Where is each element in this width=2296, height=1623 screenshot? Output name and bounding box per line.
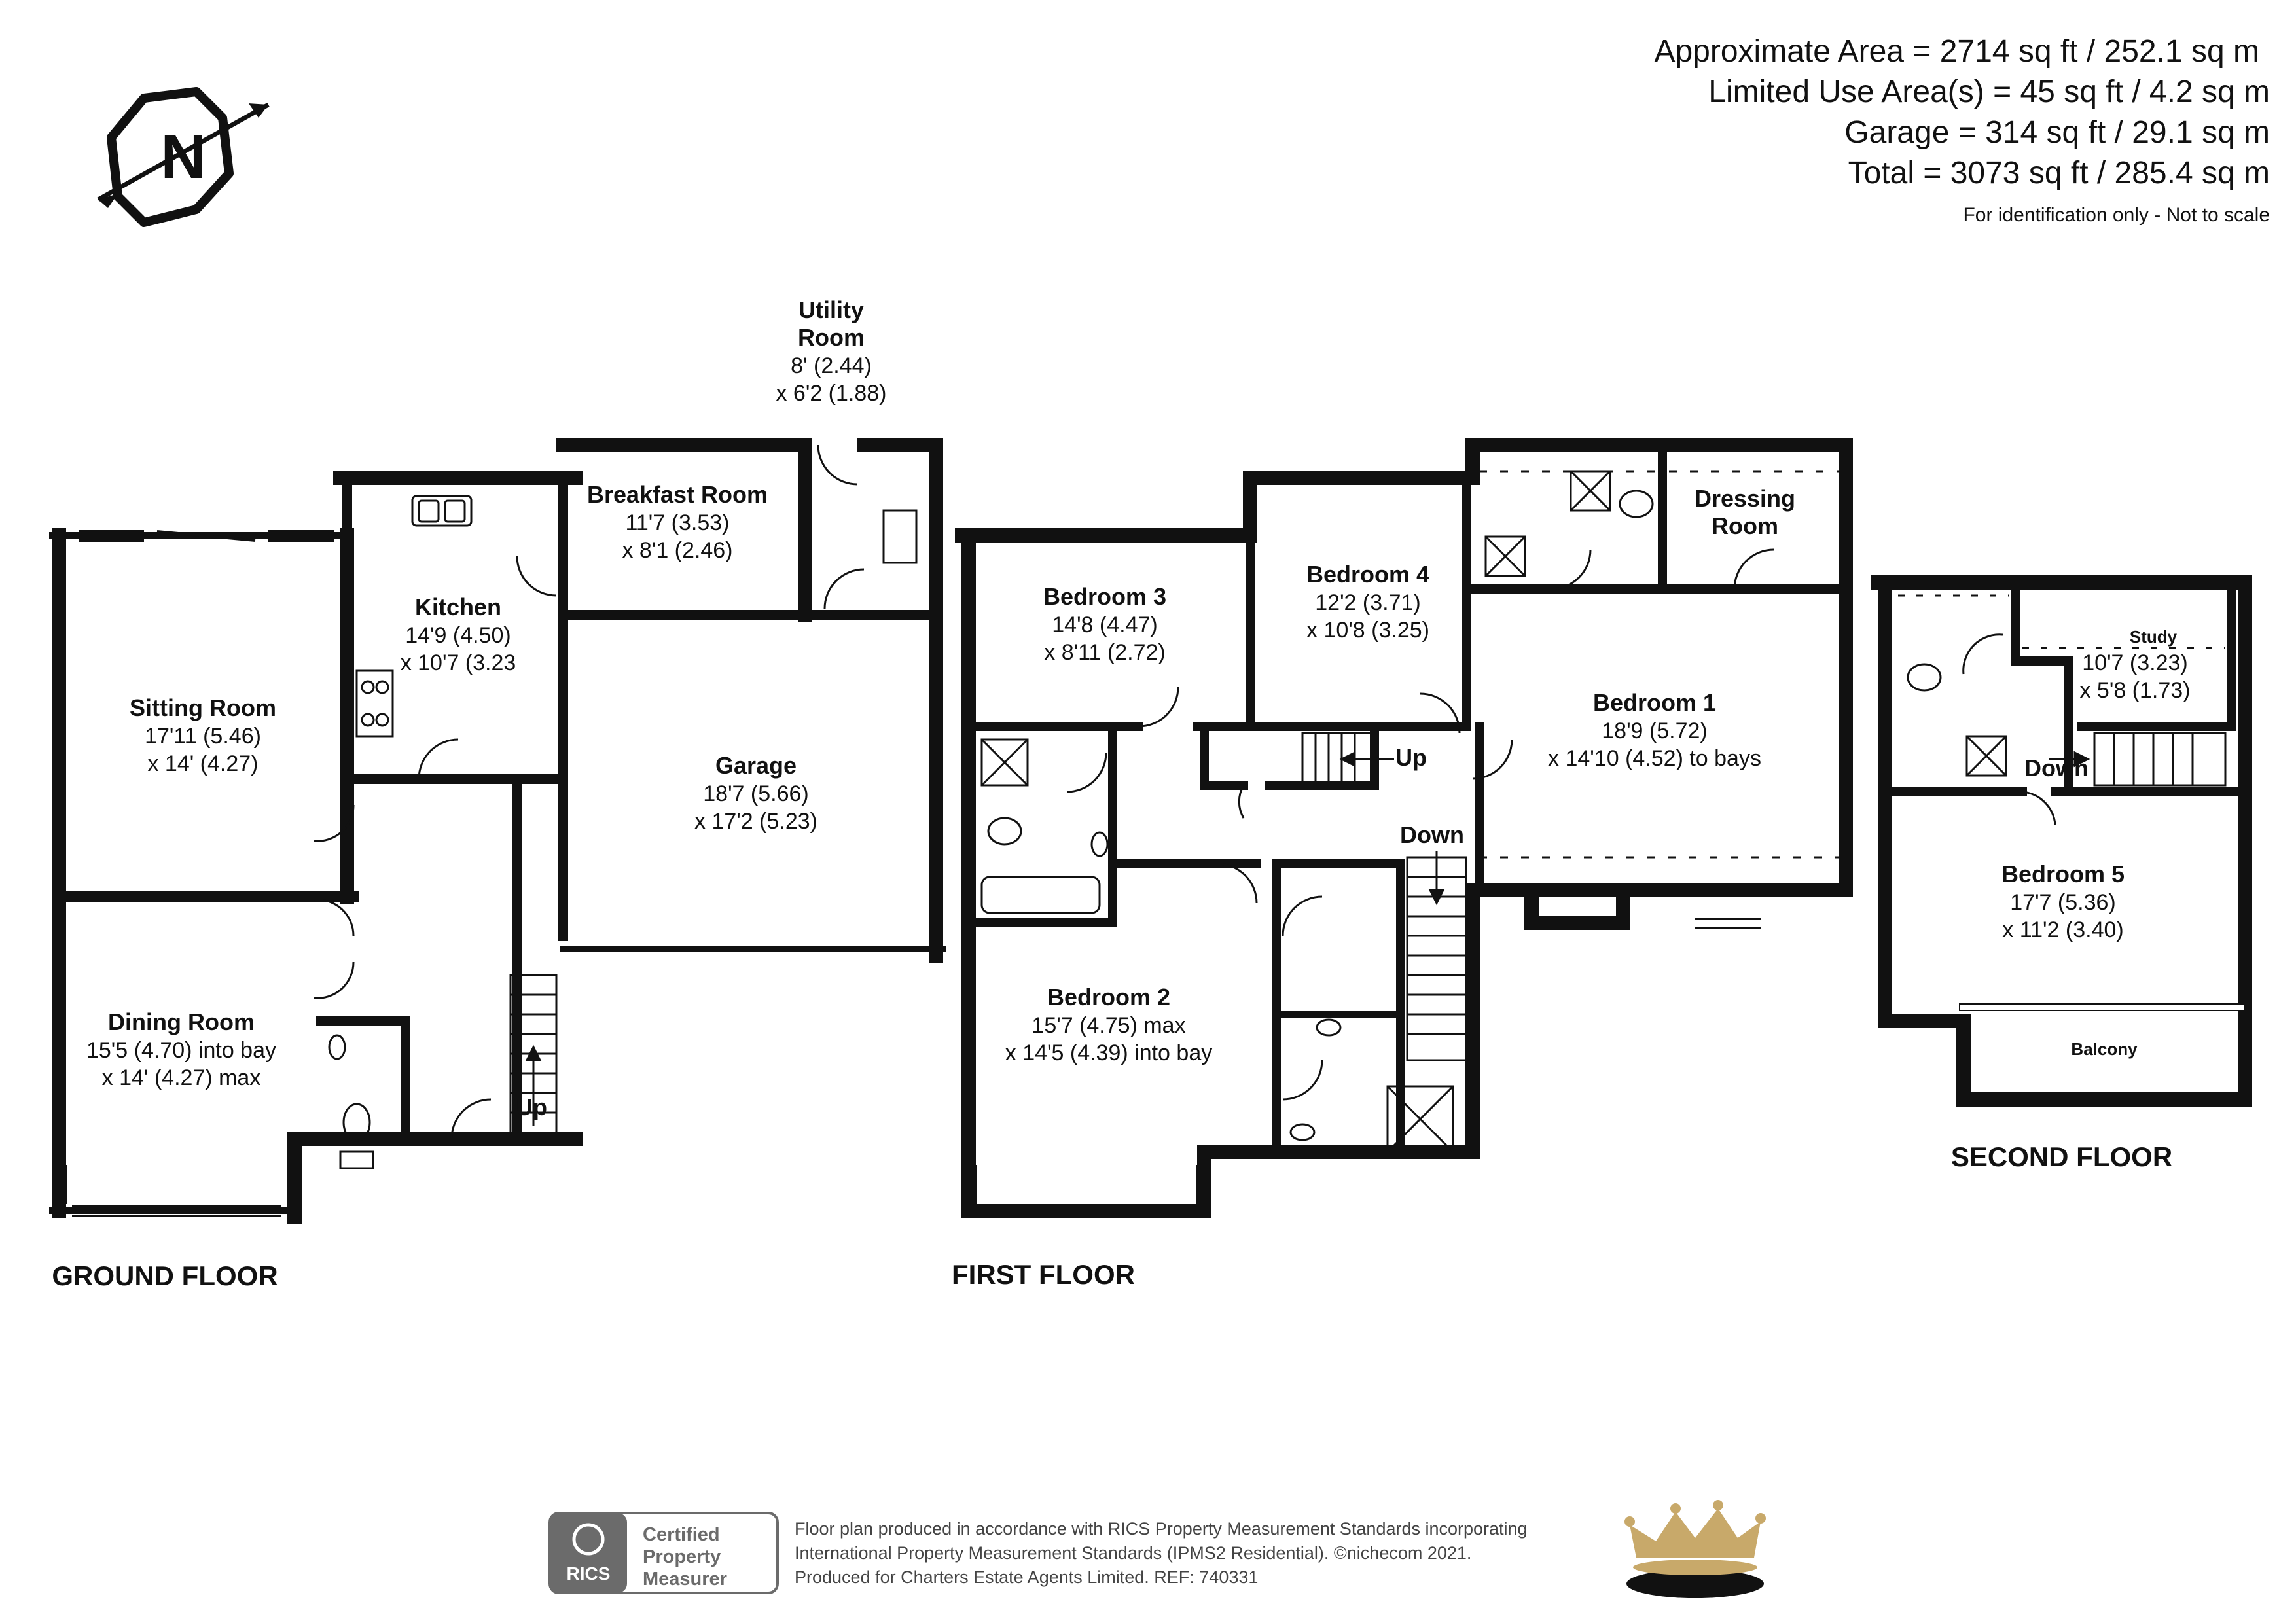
second-floor-title: SECOND FLOOR: [1951, 1141, 2172, 1172]
area-limited: Limited Use Area(s) = 45 sq ft / 4.2 sq …: [1708, 75, 2270, 109]
study-dim-1: 10'7 (3.23): [2082, 651, 2187, 675]
rics-text: RICS: [567, 1563, 611, 1584]
study-name: Study: [2130, 627, 2178, 647]
bedroom2-dim-1: 15'7 (4.75) max: [1031, 1013, 1185, 1038]
breakfast-dim-1: 11'7 (3.53): [626, 510, 730, 535]
ground-stairs: [509, 974, 558, 1140]
compass-icon: N: [97, 87, 270, 227]
bedroom5-dim-2: x 11'2 (3.40): [2002, 918, 2123, 942]
certified-line-2: Property: [643, 1546, 721, 1567]
sitting-name: Sitting Room: [130, 694, 276, 721]
second-labels: Study 10'7 (3.23) x 5'8 (1.73) Down Bedr…: [1951, 627, 2191, 1172]
sitting-dim-2: x 14' (4.27): [147, 751, 258, 776]
area-garage: Garage = 314 sq ft / 29.1 sq m: [1844, 115, 2270, 150]
kitchen-name: Kitchen: [415, 594, 501, 620]
first-fittings: [980, 470, 1839, 1153]
crown-logo-icon: [1624, 1500, 1766, 1598]
dining-dim-1: 15'5 (4.70) into bay: [86, 1038, 276, 1063]
first-doors: [1066, 548, 1774, 1101]
bedroom2-dim-2: x 14'5 (4.39) into bay: [1005, 1041, 1212, 1065]
second-fittings: [1898, 577, 2227, 825]
bedroom3-name: Bedroom 3: [1043, 583, 1166, 610]
kitchen-fittings: [328, 495, 918, 1169]
balcony-name: Balcony: [2071, 1039, 2138, 1059]
area-total: Total = 3073 sq ft / 285.4 sq m: [1848, 156, 2270, 190]
first-stairs-up: Up: [1395, 744, 1427, 771]
bedroom5-name: Bedroom 5: [2001, 861, 2125, 887]
utility-dim-2: x 6'2 (1.88): [776, 381, 886, 406]
utility-name-1: Utility: [798, 296, 864, 323]
disclaimer: For identification only - Not to scale: [1963, 204, 2270, 226]
second-floor-walls: [1871, 575, 2252, 1107]
bedroom3-dim-1: 14'8 (4.47): [1052, 613, 1157, 637]
first-labels: Bedroom 3 14'8 (4.47) x 8'11 (2.72) Bedr…: [952, 485, 1795, 1290]
utility-dim-1: 8' (2.44): [791, 353, 872, 378]
area-summary: Approximate Area = 2714 sq ft / 252.1 sq…: [1654, 34, 2270, 226]
utility-name-2: Room: [798, 324, 865, 351]
dressing-name-2: Room: [1712, 512, 1778, 539]
dining-name: Dining Room: [108, 1008, 255, 1035]
footer-text: Floor plan produced in accordance with R…: [795, 1519, 1528, 1587]
balcony-rail: [1959, 1003, 2246, 1011]
area-approx: Approximate Area = 2714 sq ft / 252.1 sq…: [1654, 34, 2259, 69]
second-stairs-down: Down: [2024, 755, 2089, 781]
bedroom4-dim-1: 12'2 (3.71): [1315, 590, 1420, 615]
bedroom4-dim-2: x 10'8 (3.25): [1306, 618, 1429, 643]
bedroom5-dim-1: 17'7 (5.36): [2010, 890, 2115, 915]
sitting-dim-1: 17'11 (5.46): [145, 724, 261, 749]
breakfast-name: Breakfast Room: [587, 481, 768, 508]
footer-line-2: International Property Measurement Stand…: [795, 1543, 1471, 1563]
first-stairs: [1301, 732, 1467, 1061]
ground-floor-title: GROUND FLOOR: [52, 1260, 278, 1291]
bedroom3-dim-2: x 8'11 (2.72): [1044, 640, 1165, 665]
bedroom2-name: Bedroom 2: [1047, 984, 1170, 1010]
bedroom1-name: Bedroom 1: [1593, 689, 1716, 716]
garage-name: Garage: [715, 752, 797, 779]
rics-lion-icon: [572, 1523, 605, 1556]
kitchen-dim-2: x 10'7 (3.23: [401, 651, 516, 675]
kitchen-dim-1: 14'9 (4.50): [405, 623, 511, 648]
bedroom1-dim-1: 18'9 (5.72): [1602, 719, 1707, 743]
first-windows: [974, 473, 1761, 1217]
certified-line-3: Measurer: [643, 1569, 727, 1590]
footer-line-1: Floor plan produced in accordance with R…: [795, 1519, 1528, 1539]
ground-windows: [64, 440, 740, 1217]
footer-line-3: Produced for Charters Estate Agents Limi…: [795, 1567, 1258, 1587]
dressing-name-1: Dressing: [1695, 485, 1795, 512]
garage-dim-2: x 17'2 (5.23): [694, 809, 817, 834]
bedroom4-name: Bedroom 4: [1306, 561, 1429, 588]
garage-dim-1: 18'7 (5.66): [703, 781, 808, 806]
first-stairs-down: Down: [1400, 821, 1464, 848]
ground-stairs-up: Up: [516, 1094, 547, 1120]
compass-letter: N: [160, 122, 206, 192]
first-floor-walls: [955, 438, 1853, 1218]
rics-badge: RICS Certified Property Measurer: [548, 1512, 779, 1594]
dining-dim-2: x 14' (4.27) max: [102, 1065, 261, 1090]
first-floor-title: FIRST FLOOR: [952, 1259, 1135, 1290]
breakfast-dim-2: x 8'1 (2.46): [622, 538, 732, 563]
ground-doors: [314, 444, 865, 1139]
bedroom1-dim-2: x 14'10 (4.52) to bays: [1548, 746, 1761, 771]
study-dim-2: x 5'8 (1.73): [2079, 678, 2190, 703]
ground-labels: Utility Room 8' (2.44) x 6'2 (1.88) Brea…: [52, 296, 886, 1291]
certified-line-1: Certified: [643, 1524, 720, 1545]
